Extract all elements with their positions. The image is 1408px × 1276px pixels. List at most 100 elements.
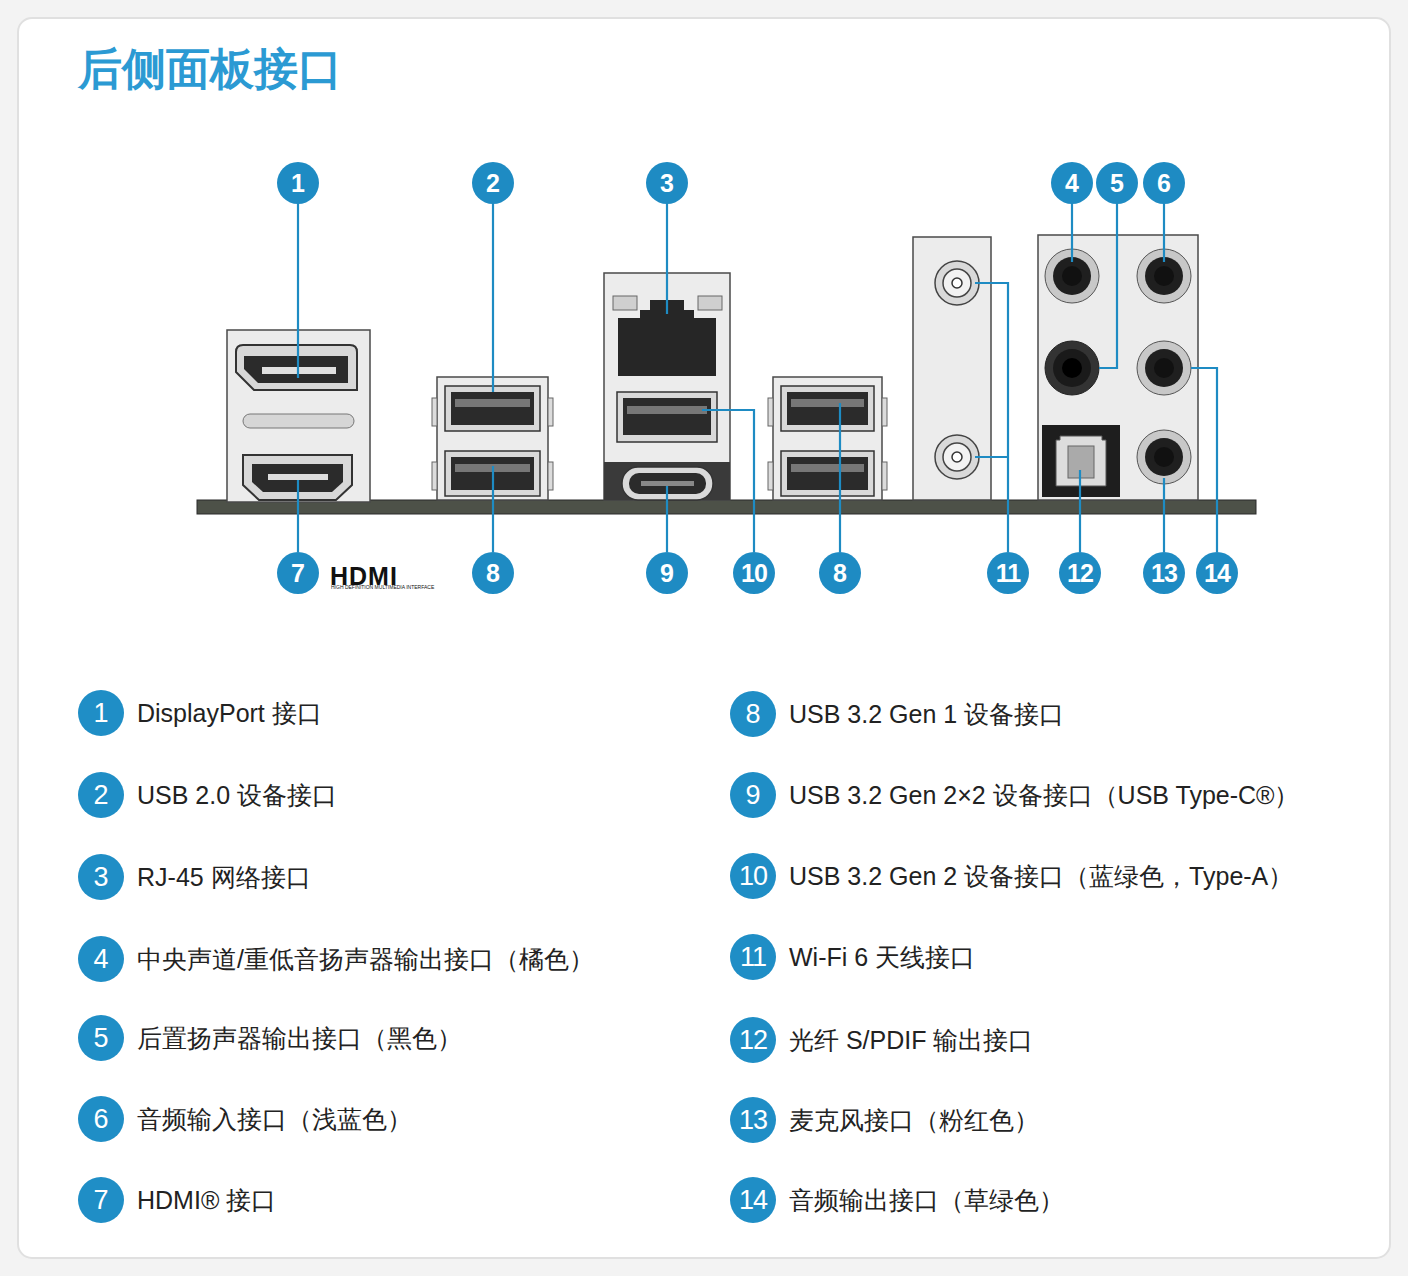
port-description: RJ-45 网络接口 <box>137 862 311 892</box>
port-description: 音频输入接口（浅蓝色） <box>137 1104 412 1134</box>
leader-lines-part <box>297 480 299 552</box>
usb-stack-part <box>548 398 553 426</box>
audio-panel-part <box>1053 349 1091 387</box>
callout-number: 10 <box>733 552 775 594</box>
lan-usb-block-part <box>623 398 711 435</box>
port-description: USB 3.2 Gen 2×2 设备接口（USB Type-C®） <box>789 780 1300 810</box>
leader-lines-part <box>1099 204 1117 368</box>
leader-lines-part <box>297 204 299 378</box>
usb-stack-part <box>781 386 874 431</box>
callout-text: 9 <box>660 561 674 586</box>
callout-number: 3 <box>78 854 124 900</box>
audio-panel-part <box>1053 257 1091 295</box>
lan-usb-block-part <box>613 296 637 310</box>
usb-stack-part <box>787 457 868 490</box>
card <box>18 18 1390 1258</box>
callout-text: 7 <box>291 561 305 586</box>
usb-stack-part <box>791 464 864 472</box>
callout-number: 7 <box>78 1177 124 1223</box>
callout-number: 1 <box>78 690 124 736</box>
audio-panel-part <box>1154 266 1174 286</box>
callout-text: 13 <box>739 1107 767 1134</box>
audio-panel-part <box>1062 266 1082 286</box>
usb-stack-part <box>882 462 887 490</box>
port-description: DisplayPort 接口 <box>137 698 322 728</box>
antenna-plate-part <box>935 261 979 305</box>
antenna-plate-part <box>913 237 991 500</box>
callout-text: 2 <box>486 171 500 196</box>
leader-lines <box>298 204 1217 552</box>
usb-stack-part <box>882 398 887 426</box>
callout-number: 3 <box>646 162 688 204</box>
leader-lines-part <box>1079 470 1081 552</box>
leader-lines-part <box>666 486 668 552</box>
antenna-plate-part <box>943 269 971 297</box>
callout-number: 12 <box>1059 552 1101 594</box>
audio-panel-part <box>1062 358 1082 378</box>
callout-number: 4 <box>1051 162 1093 204</box>
leader-lines-part <box>975 283 1008 552</box>
callout-text: 10 <box>739 863 767 890</box>
usb-stack <box>768 377 887 500</box>
callout-text: 11 <box>740 944 766 971</box>
antenna-plate-part <box>943 443 971 471</box>
leader-lines-part <box>666 204 668 314</box>
callout-text: 1 <box>291 171 305 196</box>
callout-text: 4 <box>93 946 108 973</box>
port-description: HDMI® 接口 <box>137 1185 276 1215</box>
usb-stack-part <box>432 398 437 426</box>
usb-stack-part <box>768 398 773 426</box>
callout-text: 13 <box>1151 561 1177 586</box>
port-description: USB 2.0 设备接口 <box>137 780 337 810</box>
callout-text: 8 <box>745 701 760 728</box>
callout-number: 5 <box>78 1015 124 1061</box>
port-description: Wi-Fi 6 天线接口 <box>789 942 975 972</box>
audio-panel-part <box>1145 438 1183 476</box>
leader-lines-part <box>975 456 1008 458</box>
leader-lines-part <box>702 410 754 552</box>
port-description: 后置扬声器输出接口（黑色） <box>137 1023 462 1053</box>
callout-text: 8 <box>833 561 847 586</box>
audio-panel-part <box>1154 358 1174 378</box>
callout-number: 8 <box>730 691 776 737</box>
callout-text: 11 <box>996 561 1020 586</box>
audio-panel-part <box>1137 430 1191 484</box>
callout-number: 2 <box>472 162 514 204</box>
leader-lines-part <box>492 204 494 392</box>
callout-text: 12 <box>1067 561 1093 586</box>
page-title: 后侧面板接口 <box>78 40 342 99</box>
callout-number: 6 <box>78 1096 124 1142</box>
lan-usb-block-part <box>698 296 722 310</box>
callout-number: 2 <box>78 772 124 818</box>
callout-text: 14 <box>739 1187 767 1214</box>
callout-number: 14 <box>1196 552 1238 594</box>
callout-number: 5 <box>1096 162 1138 204</box>
port-description: USB 3.2 Gen 2 设备接口（蓝绿色，Type-A） <box>789 861 1293 891</box>
audio-panel-part <box>1045 341 1099 395</box>
video-port-block-part <box>236 345 357 390</box>
callout-text: 6 <box>1157 171 1171 196</box>
antenna-plate-part <box>935 435 979 479</box>
antenna-plate <box>913 237 991 500</box>
leader-lines-part <box>1071 204 1073 262</box>
callout-text: 3 <box>660 171 674 196</box>
usb-stack-part <box>445 386 540 431</box>
callout-text: 4 <box>1065 171 1079 196</box>
callout-text: 5 <box>93 1025 108 1052</box>
lan-usb-block-part <box>617 392 717 442</box>
callout-text: 8 <box>486 561 500 586</box>
port-description: 音频输出接口（草绿色） <box>789 1185 1064 1215</box>
callout-number: 14 <box>730 1177 776 1223</box>
callout-number: 12 <box>730 1017 776 1063</box>
callout-text: 5 <box>1110 171 1124 196</box>
video-port-block-part <box>268 474 328 480</box>
usb-stack-part <box>791 399 864 407</box>
callout-text: 3 <box>93 864 108 891</box>
port-description: 光纤 S/PDIF 输出接口 <box>789 1025 1033 1055</box>
callout-number: 9 <box>730 772 776 818</box>
callout-text: 6 <box>93 1106 108 1133</box>
leader-lines-part <box>1191 368 1217 552</box>
port-description: 中央声道/重低音扬声器输出接口（橘色） <box>137 944 594 974</box>
